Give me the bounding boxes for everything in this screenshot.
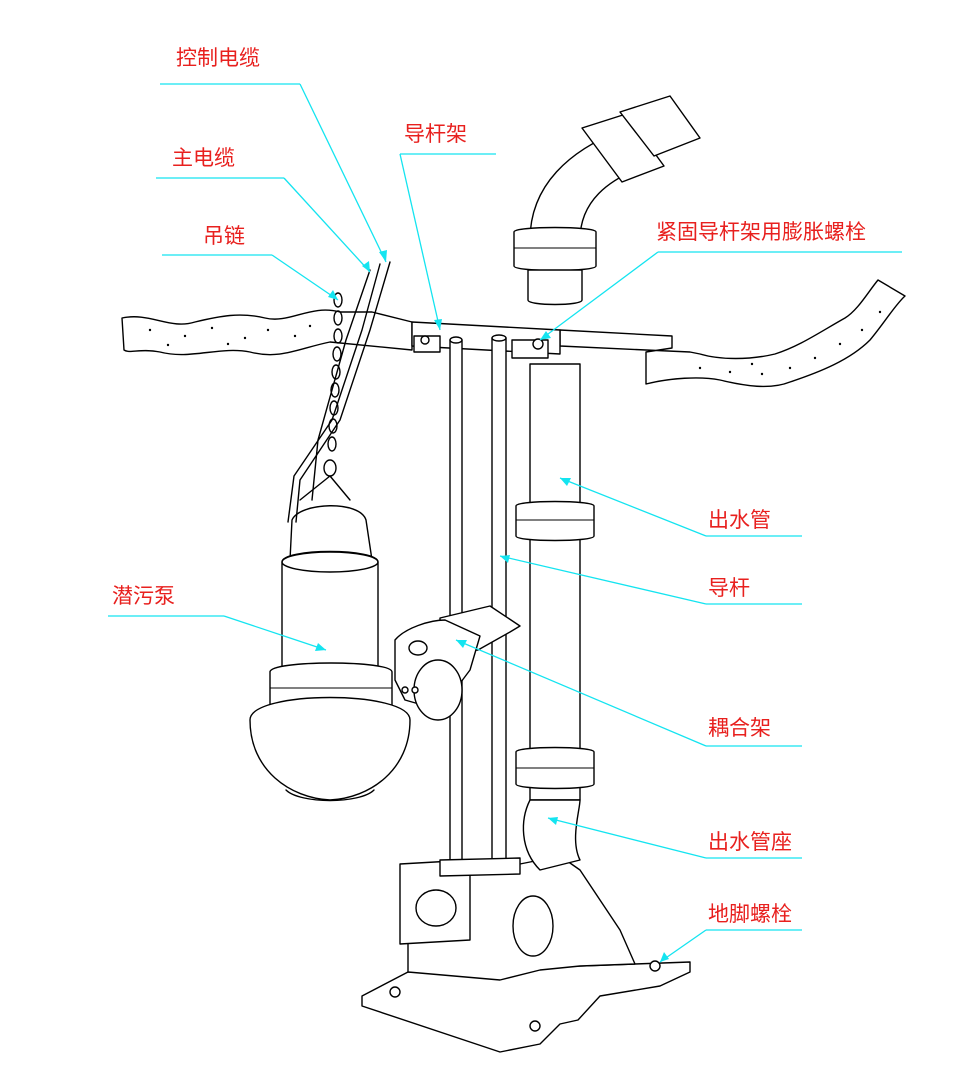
label-main-cable: 主电缆 — [172, 146, 235, 170]
outlet-pipe-base — [361, 799, 691, 1053]
label-chain: 吊链 — [203, 224, 245, 248]
lifting-chain — [299, 292, 351, 501]
upper-elbow-pipe — [513, 95, 701, 306]
leader-lines — [223, 83, 707, 963]
outlet-pipe — [515, 363, 595, 801]
label-anchor-bolt: 地脚螺栓 — [708, 902, 792, 926]
guide-rods — [449, 334, 507, 863]
label-underlines — [108, 83, 902, 931]
sewage-pump — [249, 505, 411, 802]
label-control-cable: 控制电缆 — [176, 46, 260, 70]
label-sewage-pump: 潜污泵 — [112, 584, 175, 608]
cables — [287, 261, 391, 523]
label-outlet-pipe-base: 出水管座 — [708, 830, 792, 854]
label-expansion-bolt: 紧固导杆架用膨胀螺栓 — [656, 220, 866, 244]
label-guide-rod-frame: 导杆架 — [404, 122, 467, 146]
guide-rod-frame — [411, 321, 561, 359]
concrete-slab-right — [559, 279, 906, 388]
label-outlet-pipe: 出水管 — [708, 508, 771, 532]
label-guide-rod: 导杆 — [708, 576, 750, 600]
label-coupling-frame: 耦合架 — [708, 716, 771, 740]
